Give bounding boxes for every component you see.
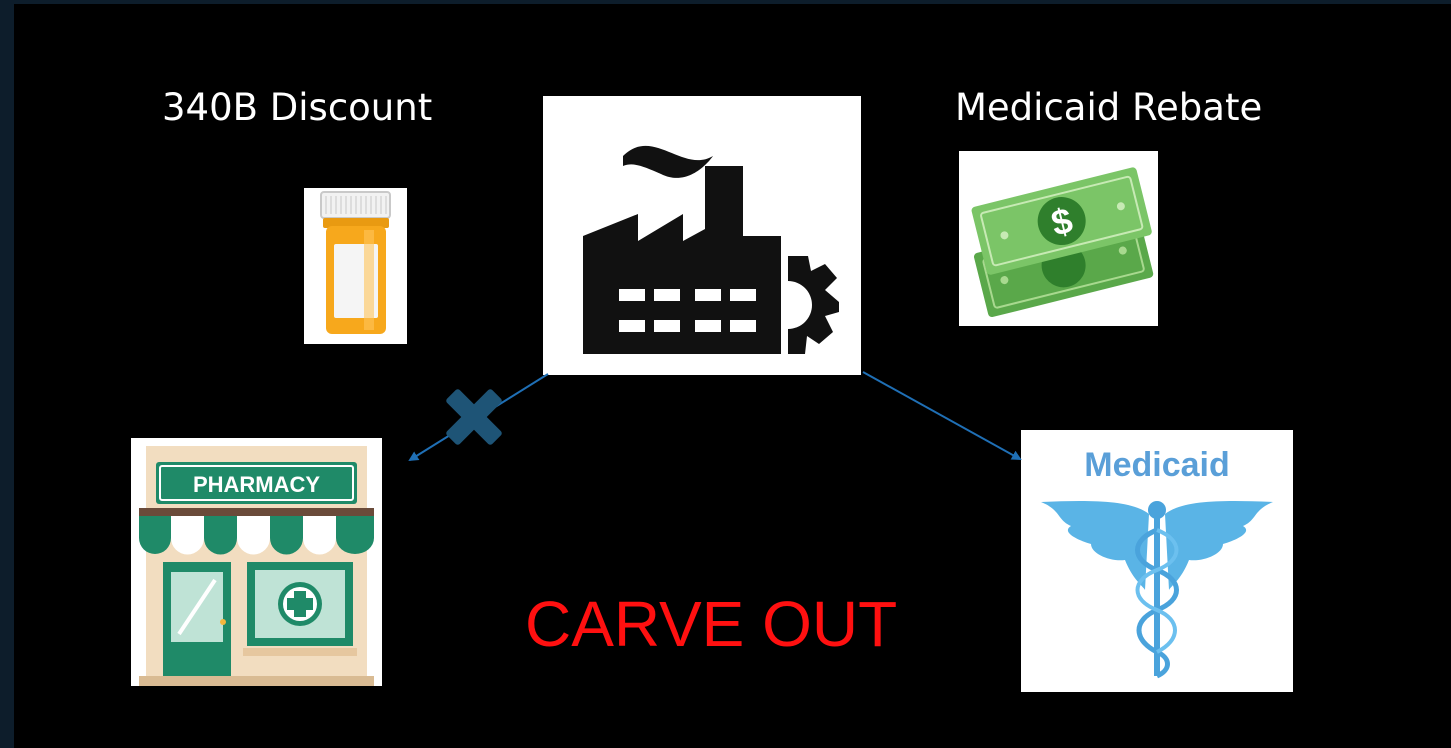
pill-bottle-icon: [304, 188, 407, 344]
factory-icon: [543, 96, 861, 375]
carve-out-title: CARVE OUT: [525, 588, 898, 660]
medicaid-logo-icon: Medicaid: [1021, 430, 1293, 692]
pharmacy-icon: PHARMACY: [131, 438, 382, 686]
money-icon: $: [959, 151, 1158, 326]
rebate-label: Medicaid Rebate: [955, 86, 1263, 129]
medicaid-logo-text: Medicaid: [1084, 446, 1229, 484]
discount-label: 340B Discount: [162, 86, 433, 129]
pharmacy-sign: PHARMACY: [193, 472, 320, 497]
